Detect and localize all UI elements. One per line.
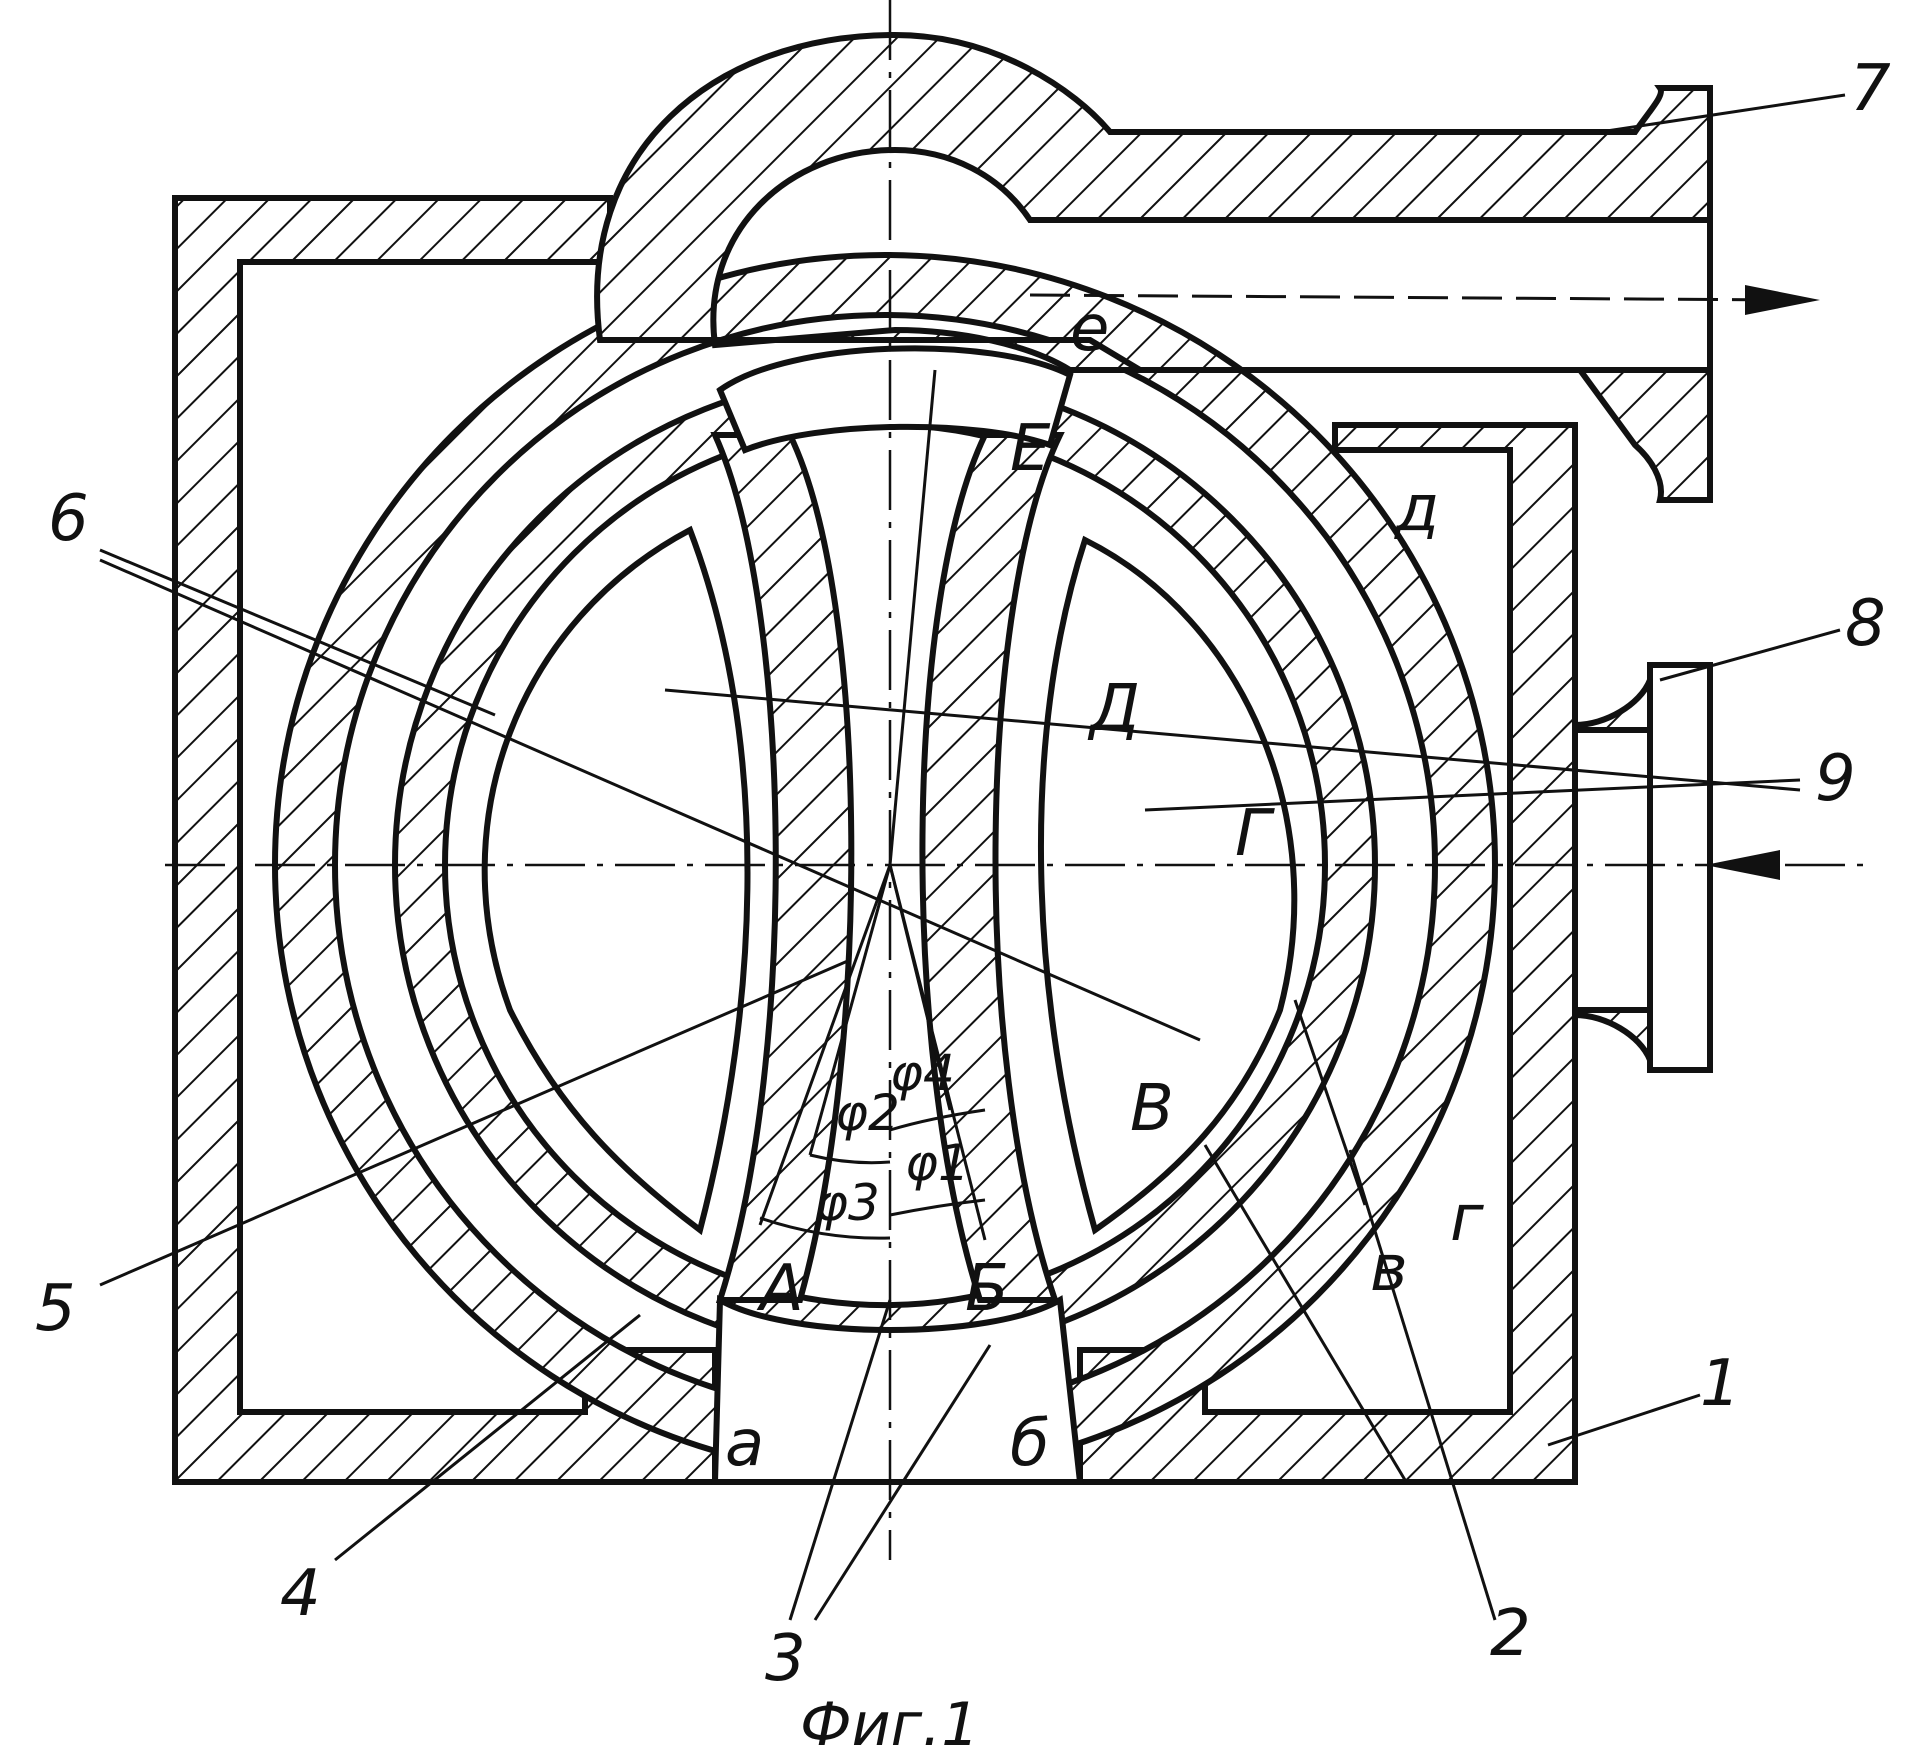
label-chamber-V: В (1130, 1072, 1174, 1146)
label-chamber-D: Д (1087, 672, 1140, 746)
inlet-flange-8 (1650, 665, 1710, 1070)
label-chamber-B: Б (965, 1252, 1009, 1326)
inlet-neck (1575, 680, 1650, 1060)
inlet-arrowhead (1705, 850, 1780, 880)
label-edge-a: а (725, 1407, 764, 1481)
label-angle-phi3: φ3 (815, 1174, 880, 1232)
outlet-flow-arrow (1030, 295, 1790, 300)
label-edge-e: е (1070, 292, 1109, 366)
label-part-6: 6 (48, 482, 89, 556)
label-part-8: 8 (1845, 587, 1886, 661)
label-part-3: 3 (765, 1622, 806, 1696)
label-edge-b: б (1010, 1407, 1049, 1481)
label-part-1: 1 (1700, 1347, 1741, 1421)
label-angle-phi4: φ4 (890, 1044, 955, 1102)
label-edge-g: г (1450, 1182, 1484, 1256)
label-angle-phi1: φ1 (905, 1134, 970, 1192)
label-chamber-A: А (756, 1252, 804, 1326)
label-part-7: 7 (1850, 52, 1891, 126)
label-edge-v: в (1370, 1232, 1408, 1306)
label-chamber-E: Е (1010, 412, 1051, 486)
label-part-9: 9 (1815, 742, 1856, 816)
outlet-arrowhead (1745, 285, 1820, 315)
label-edge-d: д (1394, 472, 1439, 546)
label-chamber-G: Г (1235, 797, 1275, 871)
label-part-5: 5 (35, 1272, 76, 1346)
label-part-4: 4 (280, 1557, 321, 1631)
label-part-2: 2 (1490, 1597, 1531, 1671)
figure-caption: Фиг.1 (800, 1690, 979, 1760)
